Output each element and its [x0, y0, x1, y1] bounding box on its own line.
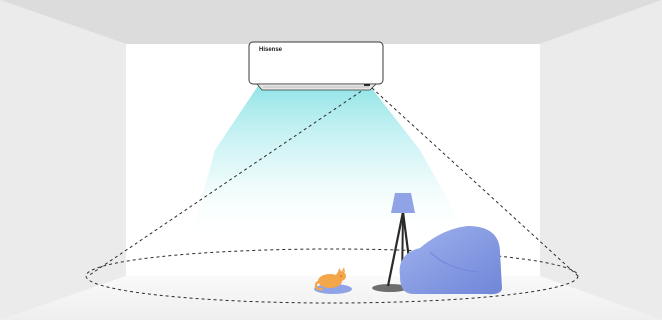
right-wall	[540, 0, 662, 320]
ac-brand-logo: Hisense	[259, 47, 283, 53]
left-wall	[0, 0, 126, 320]
lamp-shade	[391, 193, 415, 213]
air-conditioner: Hisense	[249, 42, 383, 90]
ac-indicator	[364, 84, 370, 86]
